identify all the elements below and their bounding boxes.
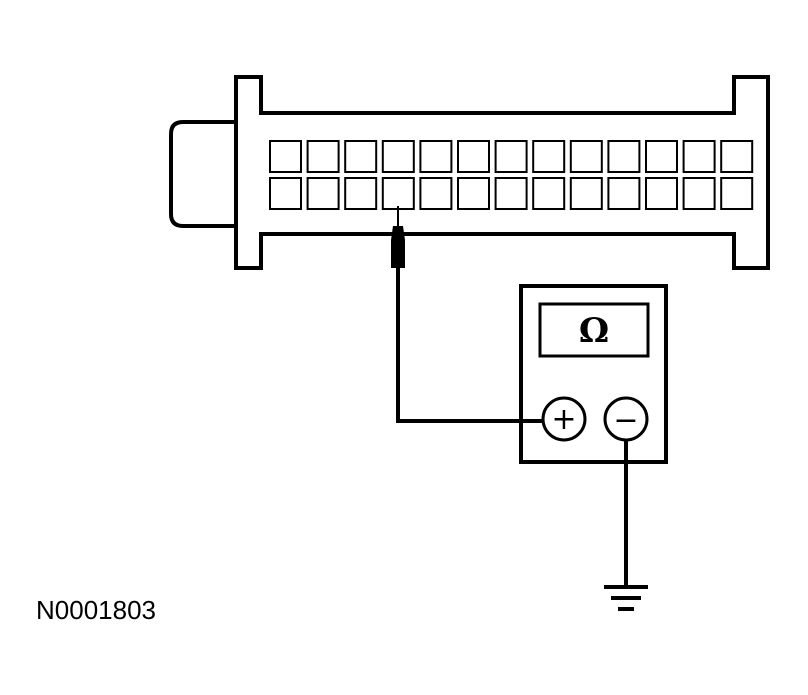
figure-code: N0001803 xyxy=(36,595,156,625)
connector-pin xyxy=(645,177,678,210)
connector-pin-probed xyxy=(381,177,415,210)
connector-pin xyxy=(344,140,378,173)
connector-pin xyxy=(419,177,453,210)
meter-display xyxy=(538,302,650,358)
connector-pin xyxy=(569,140,603,173)
meter-body xyxy=(519,284,668,464)
connector-pin xyxy=(269,140,302,173)
connector-pin xyxy=(720,177,754,210)
connector-pin xyxy=(532,177,566,210)
connector-pin xyxy=(607,177,641,210)
connector-pin xyxy=(607,140,641,173)
connector-pin xyxy=(682,140,716,173)
positive-terminal xyxy=(541,396,587,442)
connector-latch xyxy=(169,120,236,228)
connector-pin xyxy=(720,140,754,173)
connector xyxy=(169,75,770,270)
connector-pin xyxy=(344,177,378,210)
connector-pin xyxy=(645,140,678,173)
connector-pin xyxy=(306,177,340,210)
connector-pin xyxy=(381,140,415,173)
ground-icon xyxy=(604,585,648,611)
connector-pin xyxy=(494,140,528,173)
connector-pin xyxy=(494,177,528,210)
ohmmeter: Ω + − xyxy=(519,284,668,464)
connector-pin xyxy=(532,140,566,173)
test-probe xyxy=(391,206,405,268)
positive-terminal-label: + xyxy=(551,402,576,437)
connector-pin xyxy=(419,140,453,173)
connector-pin xyxy=(682,177,716,210)
connector-pin xyxy=(457,140,490,173)
connector-pin xyxy=(306,140,340,173)
ohm-symbol: Ω xyxy=(579,311,609,351)
connector-pin-grid xyxy=(269,140,754,210)
connector-body xyxy=(234,75,770,270)
connector-pin xyxy=(269,177,302,210)
connector-pin xyxy=(457,177,490,210)
positive-lead-wire xyxy=(396,266,542,423)
connector-pin xyxy=(569,177,603,210)
negative-terminal-label: − xyxy=(613,403,638,438)
